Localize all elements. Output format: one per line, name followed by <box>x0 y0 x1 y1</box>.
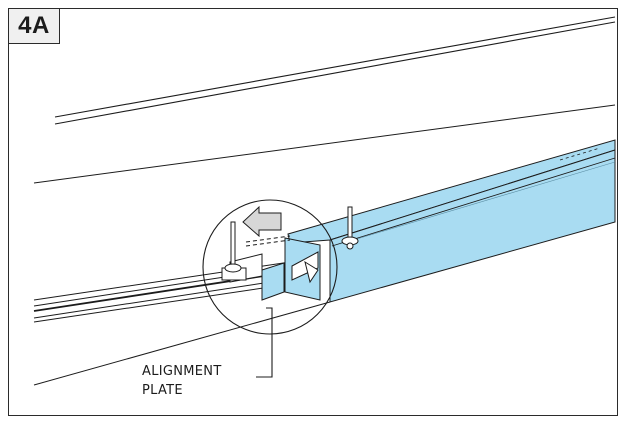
screw-right <box>341 206 359 250</box>
step-badge: 4A <box>9 9 60 44</box>
header-rail <box>54 16 616 125</box>
detail-circle <box>202 199 338 335</box>
alignment-plate-callout: ALIGNMENT PLATE <box>142 362 222 400</box>
screw-left <box>224 221 242 273</box>
slide-direction-arrow <box>242 205 282 238</box>
callout-line-1: ALIGNMENT <box>142 364 222 379</box>
step-label: 4A <box>18 12 50 39</box>
callout-leader-line <box>256 307 273 378</box>
blue-rail <box>287 139 616 303</box>
blue-rail-body <box>329 149 616 303</box>
callout-line-2: PLATE <box>142 383 183 398</box>
